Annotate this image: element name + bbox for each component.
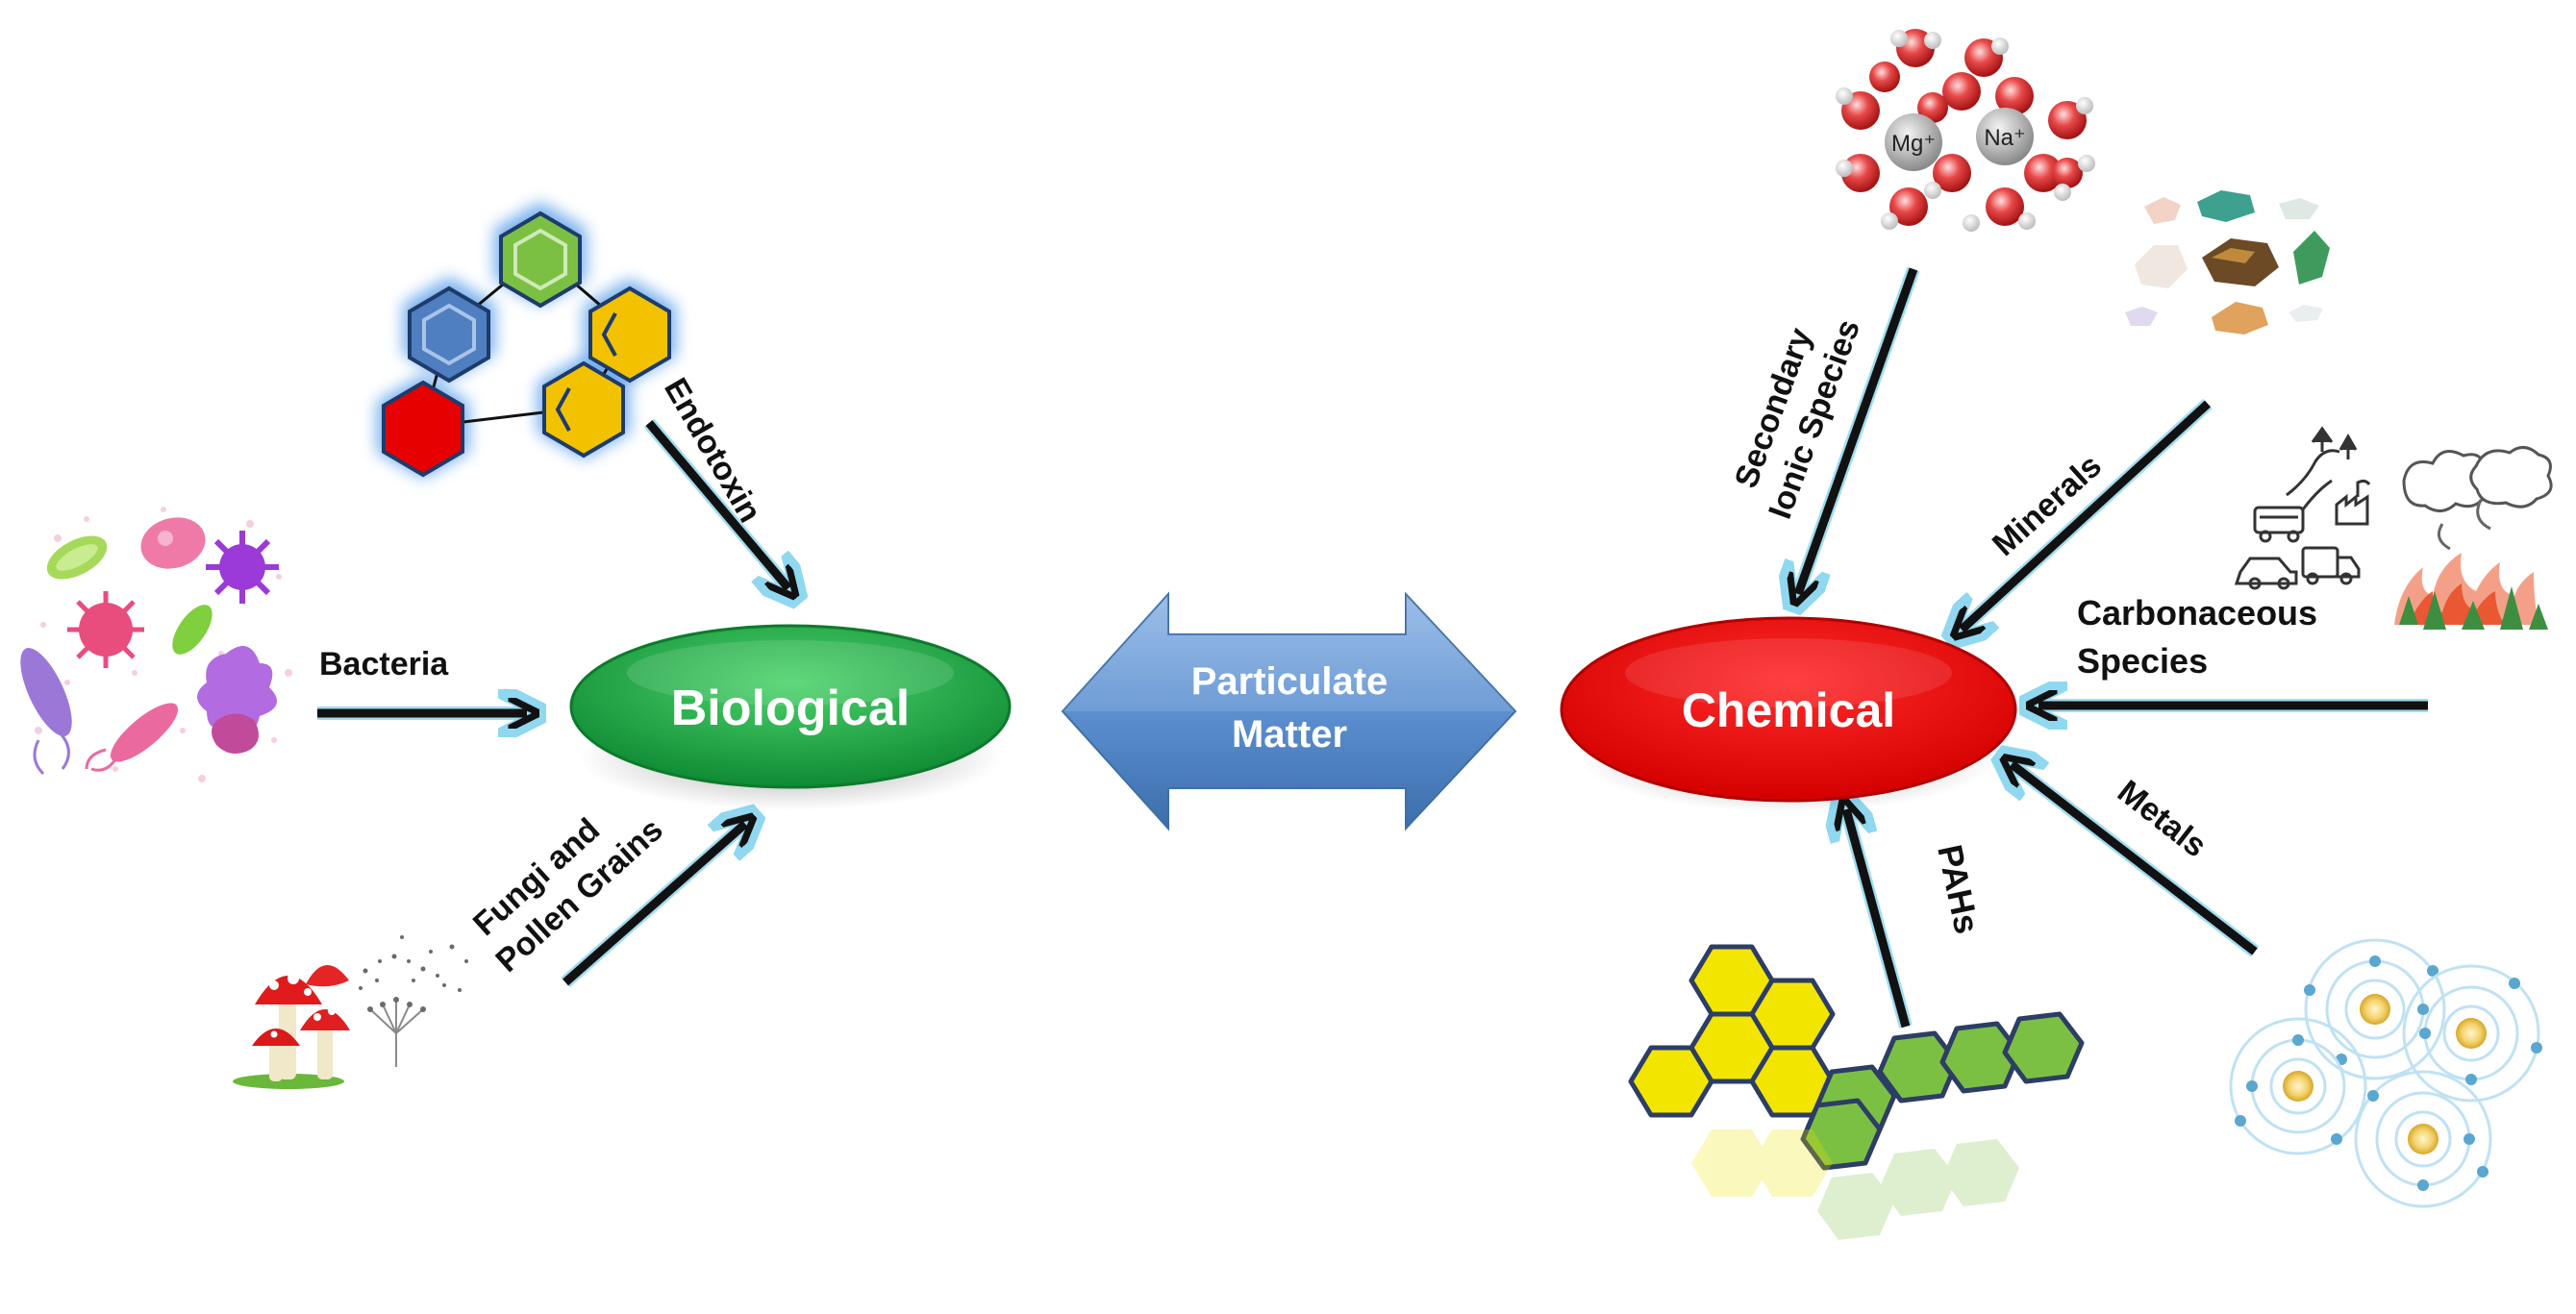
particulate-matter-arrow: Particulate Matter <box>1061 591 1517 831</box>
chemical-title: Chemical <box>1682 683 1895 737</box>
pahs-icon <box>1628 944 2085 1240</box>
ion-mg: Mg⁺ <box>1891 131 1936 157</box>
carbonaceous-icon <box>2234 426 2371 590</box>
carbonaceous-label-line2: Species <box>2077 641 2208 681</box>
ion-na: Na⁺ <box>1984 125 2025 151</box>
ionic-species-icon: Mg⁺ Na⁺ <box>1836 29 2095 232</box>
biological-node: Biological <box>569 624 1012 810</box>
ionic-arrow <box>1798 267 1918 594</box>
fungi-pollen-icon <box>233 935 468 1089</box>
metals-icon <box>2229 938 2542 1208</box>
fungi-arrow <box>563 824 745 986</box>
arrows <box>317 266 2428 1029</box>
bacteria-icon <box>20 507 292 782</box>
endotoxin-arrow <box>645 420 788 588</box>
carbonaceous-label-line1: Carbonaceous <box>2077 593 2317 632</box>
wildfire-icon <box>2394 446 2553 630</box>
pahs-arrow <box>1846 809 1911 1029</box>
endotoxin-icon <box>377 202 676 479</box>
center-line2: Matter <box>1232 713 1347 756</box>
minerals-arrow <box>1962 400 2212 630</box>
minerals-icon <box>2125 190 2330 335</box>
chemical-node: Chemical <box>1560 616 2017 812</box>
pahs-label: PAHs <box>1930 841 1988 937</box>
metals-arrow <box>2012 764 2258 955</box>
biological-title: Biological <box>671 681 910 736</box>
bacteria-label: Bacteria <box>319 646 449 682</box>
center-line1: Particulate <box>1191 660 1388 703</box>
